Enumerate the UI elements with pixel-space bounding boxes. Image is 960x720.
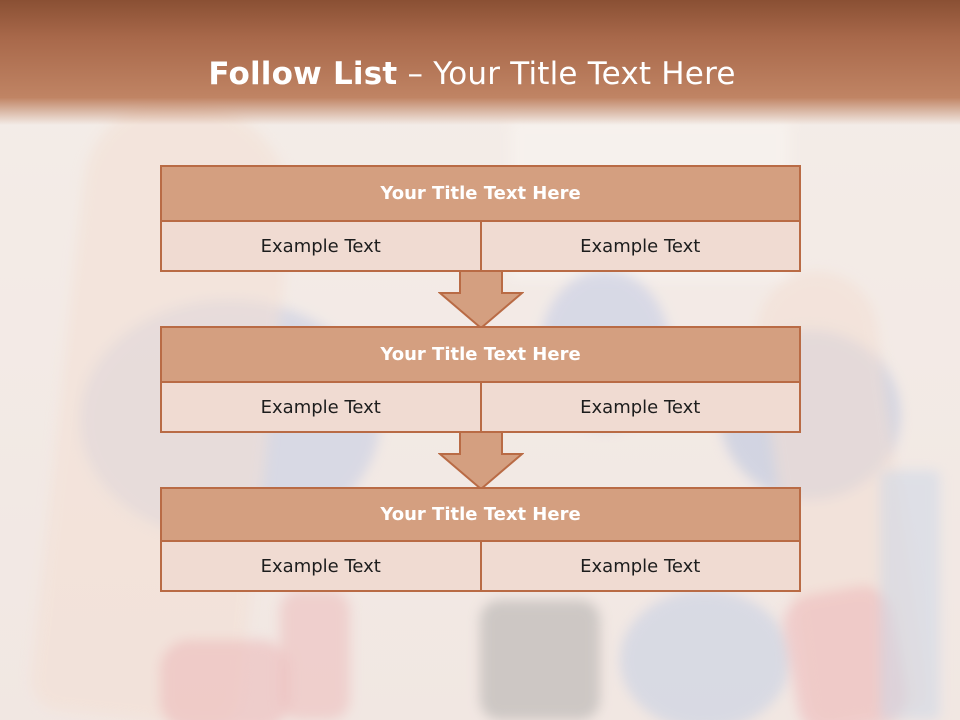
slide-title[interactable]: Follow List – Your Title Text Here [0, 56, 944, 92]
background-post [880, 470, 940, 720]
block-row: Example Text Example Text [160, 222, 801, 272]
down-arrow-icon [438, 271, 524, 329]
block-cell-left[interactable]: Example Text [160, 542, 482, 592]
background-red-sock [160, 640, 290, 720]
background-dark-cloth [480, 600, 600, 720]
block-cell-left[interactable]: Example Text [160, 383, 482, 433]
block-title[interactable]: Your Title Text Here [160, 487, 801, 542]
list-block-1[interactable]: Your Title Text Here Example Text Exampl… [160, 165, 801, 272]
down-arrow-icon [438, 432, 524, 490]
background-ball [620, 590, 790, 720]
block-cell-right[interactable]: Example Text [481, 383, 801, 433]
block-cell-right[interactable]: Example Text [481, 222, 801, 272]
block-title[interactable]: Your Title Text Here [160, 326, 801, 383]
list-block-3[interactable]: Your Title Text Here Example Text Exampl… [160, 487, 801, 592]
block-row: Example Text Example Text [160, 542, 801, 592]
block-title[interactable]: Your Title Text Here [160, 165, 801, 222]
list-block-2[interactable]: Your Title Text Here Example Text Exampl… [160, 326, 801, 433]
slide-title-rest: – Your Title Text Here [397, 56, 736, 92]
block-row: Example Text Example Text [160, 383, 801, 433]
slide-title-bold: Follow List [208, 56, 398, 92]
header-band [0, 0, 960, 125]
background-red-sock [280, 590, 350, 720]
block-cell-right[interactable]: Example Text [481, 542, 801, 592]
block-cell-left[interactable]: Example Text [160, 222, 482, 272]
